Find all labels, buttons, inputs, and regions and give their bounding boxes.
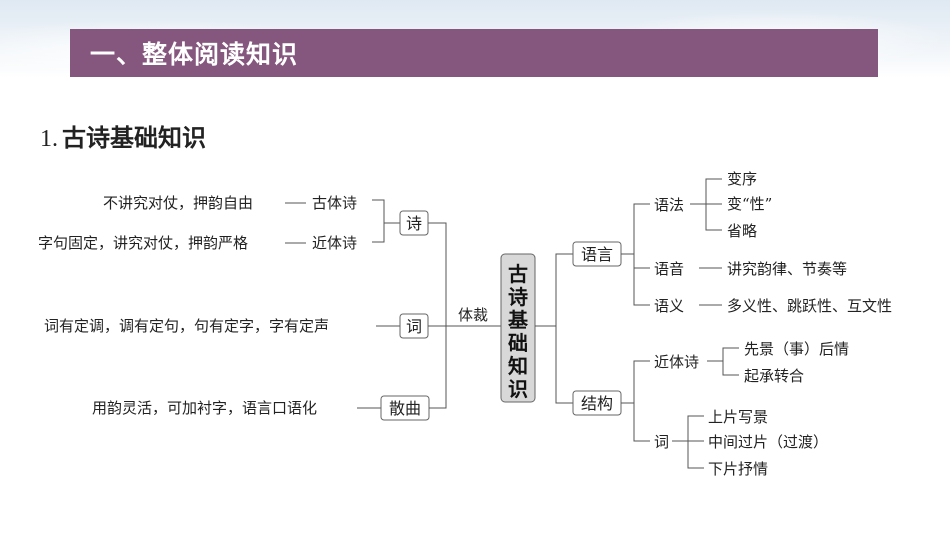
center-char: 知 (508, 354, 528, 378)
section-number: 1. (40, 126, 58, 152)
connector (428, 222, 447, 409)
ci-structure-item: 中间过片（过渡） (708, 433, 828, 451)
ci-structure-item: 下片抒情 (708, 460, 768, 478)
structure-jintishi-label: 近体诗 (654, 353, 699, 371)
phonetics-desc: 讲究韵律、节奏等 (727, 260, 847, 278)
section-banner: 一、整体阅读知识 (70, 29, 878, 77)
gutishi-desc: 不讲究对仗，押韵自由 (103, 194, 253, 212)
gutishi-term: 古体诗 (312, 194, 357, 212)
ci-structure-item: 上片写景 (708, 408, 768, 426)
center-char: 识 (508, 377, 528, 401)
ci-desc: 词有定调，调有定句，句有定字，字有定声 (44, 317, 329, 335)
connector (555, 253, 573, 404)
connector (372, 199, 385, 243)
center-node (500, 253, 536, 403)
connector (722, 347, 739, 376)
section-title: 古诗基础知识 (62, 124, 206, 152)
branch-label-language: 语言 (581, 245, 613, 264)
section-heading: 1. 古诗基础知识 (40, 118, 206, 158)
branch-label-structure: 结构 (581, 394, 613, 413)
genre-label-ci: 词 (406, 317, 422, 336)
phonetics-label: 语音 (654, 260, 684, 278)
banner-title: 一、整体阅读知识 (90, 40, 299, 69)
center-char: 础 (508, 331, 528, 355)
jintishi-term: 近体诗 (312, 234, 357, 252)
connector (633, 360, 650, 442)
genre-label-sanqu: 散曲 (389, 399, 421, 418)
genre-label-shi: 诗 (406, 214, 422, 233)
jintishi-desc: 字句固定，讲究对仗，押韵严格 (38, 234, 248, 252)
grammar-item: 变“性” (727, 195, 772, 213)
semantics-label: 语义 (654, 297, 684, 315)
connector-label-ticai: 体裁 (458, 306, 488, 324)
center-char: 诗 (508, 285, 528, 309)
jintishi-structure-item: 先景（事）后情 (744, 340, 849, 358)
sanqu-desc: 用韵灵活，可加衬字，语言口语化 (92, 399, 317, 417)
jintishi-structure-item: 起承转合 (744, 367, 804, 385)
center-char: 基 (508, 308, 529, 332)
semantics-desc: 多义性、跳跃性、互文性 (727, 297, 892, 315)
grammar-label: 语法 (654, 196, 684, 214)
center-char: 古 (508, 262, 528, 286)
grammar-item: 省略 (727, 222, 757, 240)
structure-ci-label: 词 (654, 433, 669, 451)
connector (687, 415, 704, 469)
connector (633, 203, 650, 306)
grammar-item: 变序 (727, 170, 757, 188)
